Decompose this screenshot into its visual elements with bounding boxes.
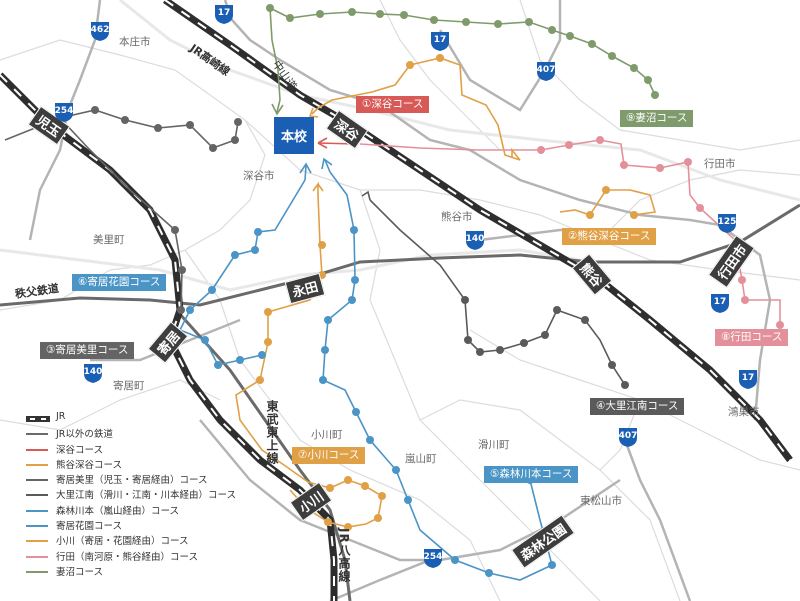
school-marker: 本校 bbox=[274, 117, 314, 154]
line-swatch bbox=[26, 509, 48, 512]
city-label: 本庄市 bbox=[119, 36, 151, 48]
route-number: 407 bbox=[618, 431, 638, 441]
city-label: 鴻巣市 bbox=[728, 406, 760, 418]
line-swatch bbox=[26, 448, 48, 451]
legend-label: 熊谷深谷コース bbox=[56, 459, 123, 471]
arrows-to-school bbox=[271, 99, 521, 201]
route-shield-icon: 407 bbox=[535, 60, 557, 82]
legend-item: 小川（寄居・花園経由）コース bbox=[22, 533, 272, 548]
line-swatch bbox=[26, 525, 48, 528]
legend: JR JR以外の鉄道深谷コース熊谷深谷コース寄居美里（児玉・寄居経由）コース大里江… bbox=[22, 411, 272, 579]
legend-item: 深谷コース bbox=[22, 442, 272, 457]
route-number: 17 bbox=[217, 8, 231, 18]
route-shield-icon: 17 bbox=[213, 3, 235, 25]
route-number: 407 bbox=[536, 65, 556, 75]
route-tag-yorii-hanazono: ⑥寄居花園コース bbox=[72, 274, 167, 291]
line-swatch bbox=[26, 494, 48, 497]
route-tag-yorii-misato: ③寄居美里コース bbox=[40, 342, 135, 359]
legend-item: 行田（南河原・熊谷経由）コース bbox=[22, 549, 272, 564]
line-swatch bbox=[26, 570, 48, 573]
line-swatch bbox=[26, 463, 48, 466]
legend-item: JR以外の鉄道 bbox=[22, 426, 272, 441]
line-swatch bbox=[26, 540, 48, 543]
route-tag-osato-konan: ④大里江南コース bbox=[590, 398, 685, 415]
route-shield-icon: 254 bbox=[422, 547, 444, 569]
city-label: 嵐山町 bbox=[405, 453, 437, 465]
legend-label: 森林川本（嵐山経由）コース bbox=[56, 505, 180, 517]
legend-item: 大里江南（滑川・江南・川本経由）コース bbox=[22, 487, 272, 502]
route-shield-icon: 17 bbox=[429, 30, 451, 52]
route-tag-fukaya: ①深谷コース bbox=[356, 96, 430, 113]
legend-label: 行田（南河原・熊谷経由）コース bbox=[56, 551, 199, 563]
legend-item: 熊谷深谷コース bbox=[22, 457, 272, 472]
route-shield-icon: 407 bbox=[617, 426, 639, 448]
other-railways bbox=[0, 203, 800, 601]
route-tag-kumagaya-fukaya: ②熊谷深谷コース bbox=[562, 228, 657, 245]
legend-label: JR bbox=[56, 411, 66, 422]
rivers bbox=[0, 0, 800, 292]
route-shield-icon: 17 bbox=[709, 292, 731, 314]
route-tag-menuma: ⑨妻沼コース bbox=[620, 110, 694, 127]
route-shield-icon: 140 bbox=[464, 229, 486, 251]
legend-item: 妻沼コース bbox=[22, 564, 272, 579]
route-number: 17 bbox=[713, 297, 727, 307]
line-swatch bbox=[26, 555, 48, 558]
city-label: 滑川町 bbox=[478, 439, 510, 451]
city-label: 熊谷市 bbox=[441, 211, 473, 223]
route-shield-icon: 254 bbox=[53, 101, 75, 123]
legend-item: JR bbox=[22, 411, 272, 426]
route-tag-gyoda: ⑧行田コース bbox=[715, 329, 789, 346]
route-shield-icon: 140 bbox=[82, 362, 104, 384]
route-number: 17 bbox=[433, 35, 447, 45]
city-label: 深谷市 bbox=[243, 170, 275, 182]
bus-stops bbox=[91, 4, 784, 577]
legend-label: JR以外の鉄道 bbox=[56, 429, 113, 441]
legend-item: 寄居美里（児玉・寄居経由）コース bbox=[22, 472, 272, 487]
route-shield-icon: 462 bbox=[89, 20, 111, 42]
route-shield-icon: 17 bbox=[737, 368, 759, 390]
city-label: 寄居町 bbox=[113, 380, 145, 392]
legend-item: 森林川本（嵐山経由）コース bbox=[22, 503, 272, 518]
bus-routes bbox=[4, 7, 781, 581]
jr-hachiko-label: JR八高線 bbox=[337, 528, 351, 583]
legend-label: 深谷コース bbox=[56, 444, 104, 456]
city-label: 美里町 bbox=[93, 234, 125, 246]
route-number: 125 bbox=[717, 217, 737, 227]
legend-label: 小川（寄居・花園経由）コース bbox=[56, 536, 189, 548]
city-label: 東松山市 bbox=[580, 495, 622, 507]
route-number: 462 bbox=[90, 25, 110, 35]
route-number: 140 bbox=[465, 234, 485, 244]
city-label: 行田市 bbox=[704, 158, 736, 170]
tobu-tojo-label: 東武東上線 bbox=[265, 400, 279, 465]
city-label: 小川町 bbox=[311, 429, 343, 441]
route-number: 140 bbox=[83, 367, 103, 377]
legend-item: 寄居花園コース bbox=[22, 518, 272, 533]
route-number: 254 bbox=[54, 106, 74, 116]
legend-label: 大里江南（滑川・江南・川本経由）コース bbox=[56, 490, 237, 502]
jr-line-swatch bbox=[26, 416, 50, 422]
legend-label: 寄居美里（児玉・寄居経由）コース bbox=[56, 475, 208, 487]
line-swatch bbox=[26, 479, 48, 482]
route-number: 17 bbox=[741, 373, 755, 383]
route-shield-icon: 125 bbox=[716, 212, 738, 234]
route-tag-shinrin: ⑤森林川本コース bbox=[484, 466, 579, 483]
legend-label: 妻沼コース bbox=[56, 566, 104, 578]
legend-label: 寄居花園コース bbox=[56, 521, 123, 533]
national-roads bbox=[28, 0, 772, 601]
line-swatch bbox=[26, 433, 48, 436]
route-number: 254 bbox=[423, 552, 443, 562]
route-tag-ogawa: ⑦小川コース bbox=[292, 447, 366, 464]
